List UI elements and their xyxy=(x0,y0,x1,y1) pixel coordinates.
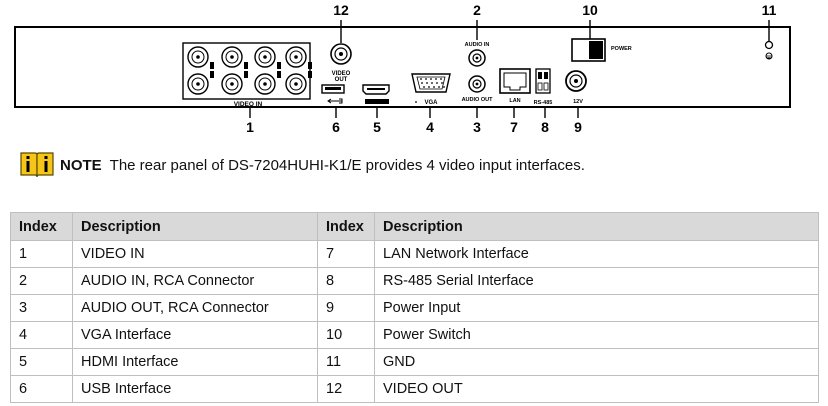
table-row: 4 VGA Interface 10 Power Switch xyxy=(10,321,819,349)
cell-index: 4 xyxy=(10,321,73,349)
vga-label: VGA xyxy=(424,100,438,106)
lan-port: LAN xyxy=(499,68,531,104)
callout-leaders xyxy=(249,20,770,118)
cell-index: 12 xyxy=(317,375,375,403)
cell-description: VIDEO IN xyxy=(72,240,318,268)
cell-index: 5 xyxy=(10,348,73,376)
table-row: 3 AUDIO OUT, RCA Connector 9 Power Input xyxy=(10,294,819,322)
callout-number: 12 xyxy=(333,2,349,18)
hdmi-port xyxy=(362,84,390,104)
callout-number: 4 xyxy=(426,119,434,135)
header-description-1: Description xyxy=(72,212,318,241)
callout-number: 8 xyxy=(541,119,549,135)
cell-description: RS-485 Serial Interface xyxy=(374,267,819,295)
cell-description: GND xyxy=(374,348,819,376)
cell-description: LAN Network Interface xyxy=(374,240,819,268)
power-label: POWER xyxy=(611,46,632,52)
audio-out-label: AUDIO OUT xyxy=(462,97,494,103)
cell-index: 11 xyxy=(317,348,375,376)
table-row: 2 AUDIO IN, RCA Connector 8 RS-485 Seria… xyxy=(10,267,819,295)
cell-index: 2 xyxy=(10,267,73,295)
cell-description: Power Input xyxy=(374,294,819,322)
bnc-connector xyxy=(187,73,209,95)
video-in-connectors: VIDEO IN xyxy=(182,42,312,108)
table-header-row: Index Description Index Description xyxy=(10,212,819,241)
callout-number: 5 xyxy=(373,119,381,135)
cell-description: AUDIO OUT, RCA Connector xyxy=(72,294,318,322)
note: NOTE The rear panel of DS-7204HUHI-K1/E … xyxy=(20,150,585,180)
interface-table: Index Description Index Description 1 VI… xyxy=(10,212,819,403)
usb-port xyxy=(321,84,345,104)
cell-index: 10 xyxy=(317,321,375,349)
cell-description: AUDIO IN, RCA Connector xyxy=(72,267,318,295)
cell-description: HDMI Interface xyxy=(72,348,318,376)
header-index-2: Index xyxy=(317,212,375,241)
bnc-connector xyxy=(254,46,276,68)
callout-number: 7 xyxy=(510,119,518,135)
rs485-terminal: RS-485 xyxy=(534,68,553,106)
table-row: 6 USB Interface 12 VIDEO OUT xyxy=(10,375,819,403)
book-icon xyxy=(20,152,54,178)
note-text: The rear panel of DS-7204HUHI-K1/E provi… xyxy=(109,156,585,174)
lan-label: LAN xyxy=(509,98,520,104)
callout-number: 10 xyxy=(582,2,598,18)
video-in-label: VIDEO IN xyxy=(234,101,263,108)
cell-description: Power Switch xyxy=(374,321,819,349)
audio-in-connector: AUDIO IN xyxy=(465,42,490,67)
rear-panel-diagram: VIDEO IN VIDEO OUT VGA AUDIO IN xyxy=(14,2,791,135)
cell-description: VIDEO OUT xyxy=(374,375,819,403)
rear-panel-outline xyxy=(14,26,791,108)
cell-description: USB Interface xyxy=(72,375,318,403)
bnc-connector xyxy=(285,73,307,95)
callout-number: 6 xyxy=(332,119,340,135)
callout-number: 3 xyxy=(473,119,481,135)
callout-number: 11 xyxy=(762,2,777,18)
bnc-connector xyxy=(221,46,243,68)
header-description-2: Description xyxy=(374,212,819,241)
video-out-connector: VIDEO OUT xyxy=(330,43,352,83)
rs485-label: RS-485 xyxy=(534,100,553,106)
table-row: 1 VIDEO IN 7 LAN Network Interface xyxy=(10,240,819,268)
audio-out-connector: AUDIO OUT xyxy=(462,75,494,103)
video-out-label-2: OUT xyxy=(335,77,348,83)
callout-number: 9 xyxy=(574,119,582,135)
video-out-label-1: VIDEO xyxy=(332,71,351,77)
power-input-label: 12V xyxy=(573,99,583,105)
bnc-connector xyxy=(187,46,209,68)
callout-number: 2 xyxy=(473,2,481,18)
callout-number: 1 xyxy=(246,119,254,135)
power-switch: POWER xyxy=(571,38,632,62)
bnc-connector xyxy=(254,73,276,95)
cell-index: 6 xyxy=(10,375,73,403)
note-title: NOTE xyxy=(60,156,102,174)
bnc-connector xyxy=(221,73,243,95)
bnc-connector xyxy=(285,46,307,68)
vga-port: VGA xyxy=(411,73,451,106)
header-index-1: Index xyxy=(10,212,73,241)
cell-index: 7 xyxy=(317,240,375,268)
audio-in-label: AUDIO IN xyxy=(465,42,490,48)
table-row: 5 HDMI Interface 11 GND xyxy=(10,348,819,376)
ground-terminal xyxy=(764,40,774,60)
cell-index: 1 xyxy=(10,240,73,268)
cell-index: 8 xyxy=(317,267,375,295)
cell-index: 3 xyxy=(10,294,73,322)
power-input-jack: 12V xyxy=(565,70,587,105)
cell-description: VGA Interface xyxy=(72,321,318,349)
cell-index: 9 xyxy=(317,294,375,322)
